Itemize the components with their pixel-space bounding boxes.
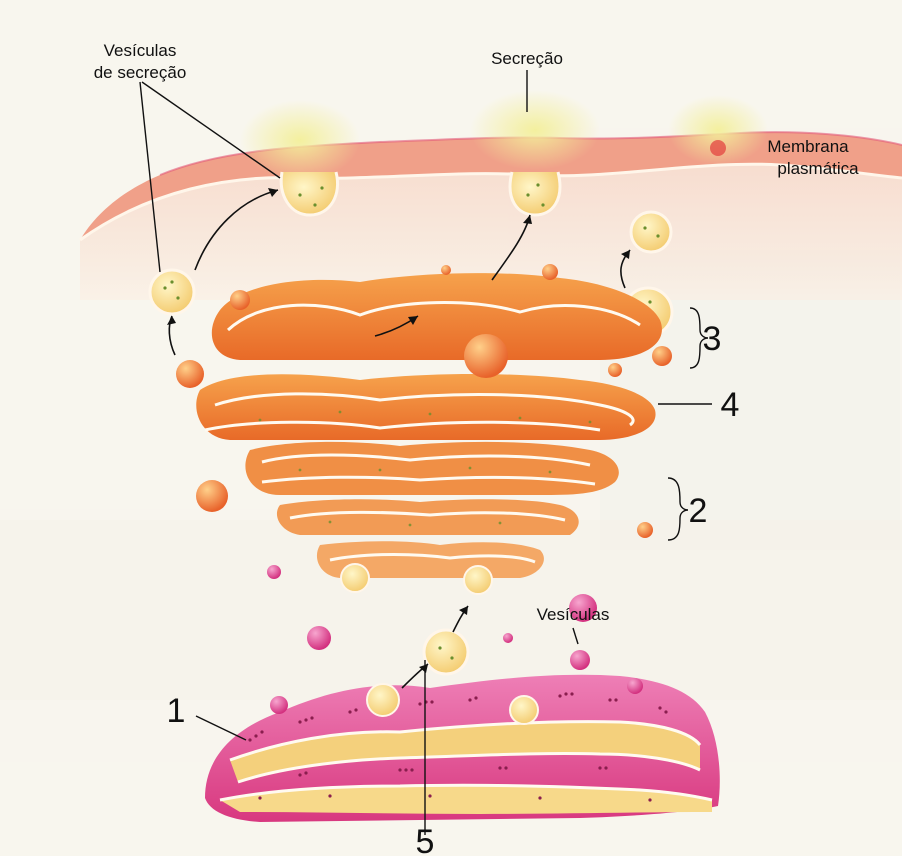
- label-plasma-membrane-line1: Membrana: [767, 137, 849, 156]
- label-secretion: Secreção: [491, 49, 563, 68]
- label-secretory-vesicles-line2: de secreção: [94, 63, 187, 82]
- label-plasma-membrane-line2: plasmática: [777, 159, 859, 178]
- label-number-5: 5: [416, 823, 435, 856]
- label-number-1: 1: [167, 692, 186, 730]
- label-number-2: 2: [689, 492, 708, 530]
- rough-er: [205, 675, 720, 822]
- label-vesicles: Vesículas: [537, 605, 610, 624]
- label-secretory-vesicles-line1: Vesículas: [104, 41, 177, 60]
- label-number-3: 3: [703, 320, 722, 358]
- label-number-4: 4: [721, 386, 740, 424]
